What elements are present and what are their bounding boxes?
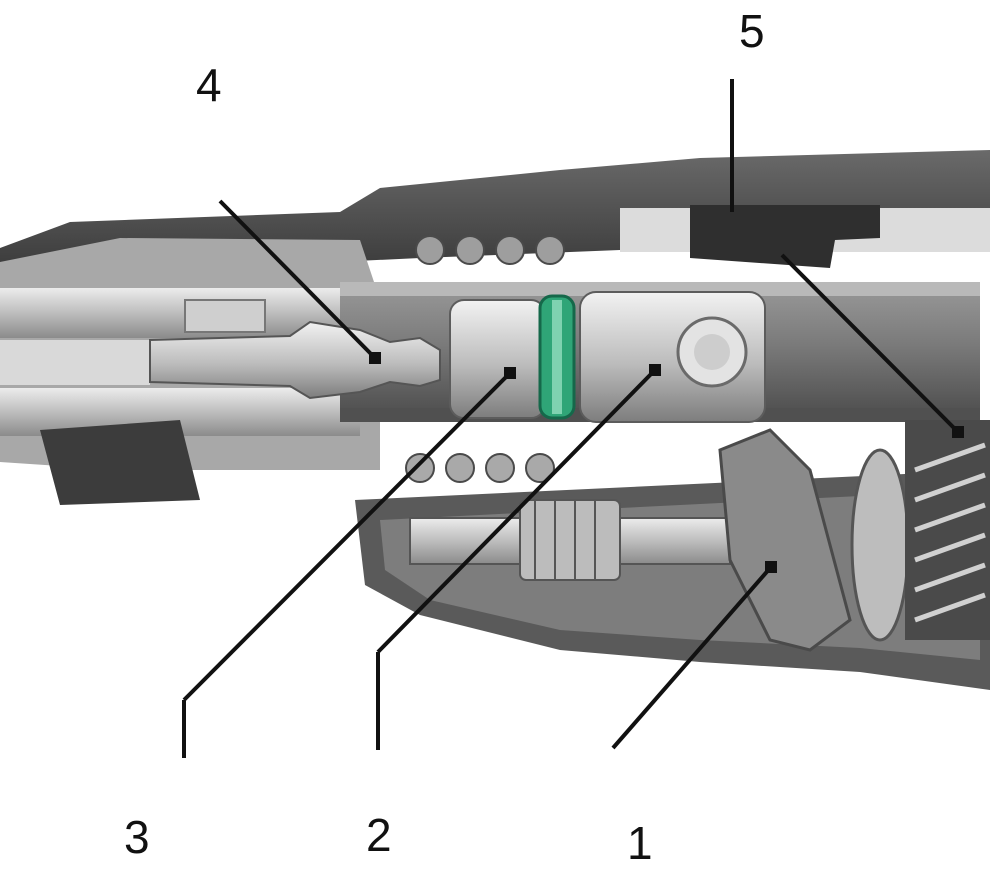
callout-2: 2 (366, 809, 392, 861)
anchor-2 (649, 364, 661, 376)
callout-1: 1 (627, 817, 653, 869)
flying-piston (449, 299, 546, 419)
anchor-3 (504, 367, 516, 379)
bearing-balls-top (415, 235, 565, 265)
callout-anchors (369, 352, 964, 573)
anchor-1 (765, 561, 777, 573)
anchor-4 (369, 352, 381, 364)
gear-teeth (519, 499, 621, 581)
callout-5: 5 (739, 5, 765, 57)
bearing-balls-bottom (405, 453, 555, 483)
callout-3: 3 (124, 811, 150, 863)
leader-lines (182, 79, 960, 758)
anchor-5 (952, 426, 964, 438)
striker (149, 320, 441, 400)
callout-4: 4 (196, 59, 222, 111)
counterweight (690, 205, 880, 268)
wobble-bearing (718, 428, 852, 652)
